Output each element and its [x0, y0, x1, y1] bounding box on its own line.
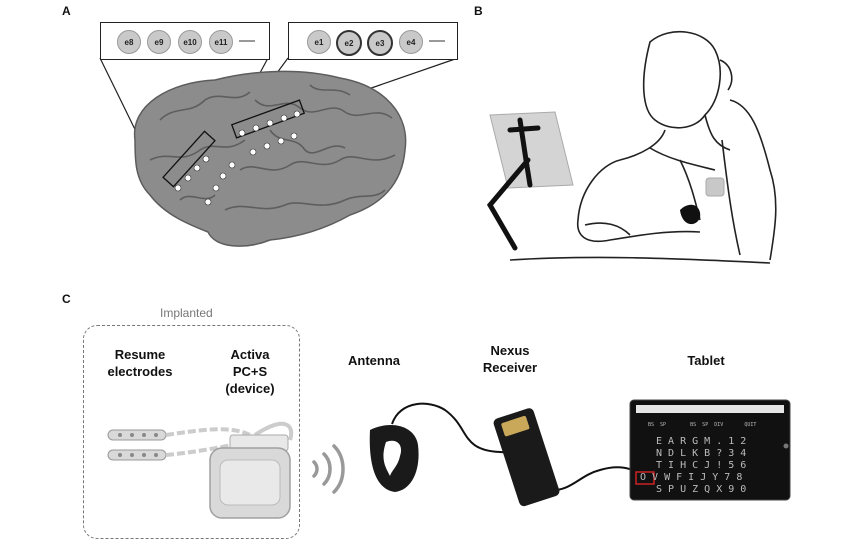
electrode-e8: e8 [117, 30, 141, 54]
panel-a-label: A [62, 4, 71, 18]
antenna-label: Antenna [348, 353, 400, 368]
resume-electrodes-label: Resume electrodes [107, 347, 173, 379]
electrode-e10: e10 [178, 30, 202, 54]
activa-device [209, 434, 291, 519]
antenna [369, 425, 419, 492]
tablet-keyboard-row-5: S P U Z Q X 9 0 [656, 484, 747, 495]
implanted-region [83, 325, 300, 539]
tablet-device [629, 399, 791, 501]
electrode-e3: e3 [367, 30, 393, 56]
wireless-signal-icon [312, 444, 345, 494]
tablet-label: Tablet [687, 353, 725, 368]
tablet-keyboard-row-2: N D L K B ? 3 4 [656, 448, 747, 459]
patient-illustration [486, 30, 777, 264]
tablet-keyboard-row-3: T I H C J ! 5 6 [656, 460, 747, 471]
activa-device-label: Activa PC+S (device) [225, 347, 275, 396]
lead-wire [429, 40, 445, 42]
resume-electrodes [107, 429, 167, 461]
electrode-strip-box-right: e1 e2 e3 e4 [288, 22, 458, 60]
system-diagram [107, 399, 791, 519]
panel-b-label: B [474, 4, 483, 18]
electrode-strip-box-left: e8 e9 e10 e11 [100, 22, 270, 60]
electrode-e11: e11 [209, 30, 233, 54]
lead-wire [239, 40, 255, 42]
brain-illustration [99, 57, 459, 247]
tablet-keyboard-top-row: BS SP BS SP DIV QUIT [648, 422, 757, 428]
electrode-e1: e1 [307, 30, 331, 54]
panel-c-label: C [62, 292, 71, 306]
implanted-label: Implanted [160, 306, 213, 320]
nexus-receiver-label: Nexus Receiver [482, 343, 538, 375]
electrode-e2: e2 [336, 30, 362, 56]
tablet-keyboard-row-1: E A R G M . 1 2 [656, 436, 747, 447]
tablet-keyboard-row-4: O V W F I J Y 7 8 [640, 472, 743, 483]
nexus-receiver [493, 408, 560, 507]
electrode-e4: e4 [399, 30, 423, 54]
electrode-e9: e9 [147, 30, 171, 54]
